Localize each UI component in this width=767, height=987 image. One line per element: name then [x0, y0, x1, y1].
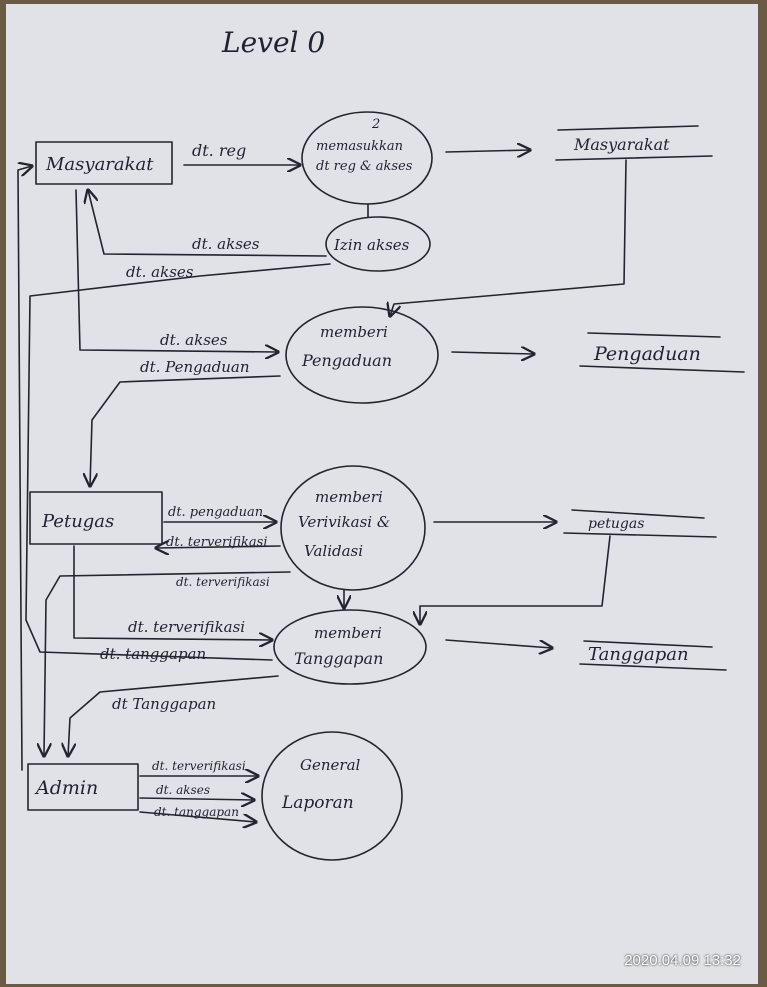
process-2-label-line1: memasukkan [316, 139, 403, 154]
process-tanggapan-line2: Tanggapan [294, 649, 383, 668]
flow-dt-akses-1-label: dt. akses [192, 235, 260, 253]
process-2-label-line2: dt reg & akses [316, 159, 413, 174]
process-memasukkan-reg-akses: 2 memasukkan dt reg & akses [301, 111, 433, 205]
process-memberi-pengaduan: memberi Pengaduan [285, 306, 439, 404]
paper-shade [6, 4, 758, 984]
flow-verifikasi-to-petugas [156, 546, 281, 548]
flow-verifikasi-to-admin [44, 571, 291, 756]
flow-dt-terverifikasi-4-label: dt. terverifikasi [152, 759, 246, 773]
process-pengaduan-line1: memberi [320, 323, 388, 341]
flow-izin-to-masyarakat [88, 190, 327, 257]
flow-dt-akses-admin-label: dt. akses [156, 783, 210, 797]
process-laporan-line1: General [300, 756, 361, 774]
store-petugas: petugas [563, 509, 717, 538]
process-izin-akses: Izin akses [325, 216, 431, 272]
flow-dt-terverifikasi-1-label: dt. terverifikasi [166, 535, 267, 550]
flow-izin-to-left-bus [25, 263, 331, 661]
flow-admin-to-laporan-3 [139, 811, 256, 822]
flow-admin-to-laporan-2 [139, 798, 254, 800]
flow-dt-terverifikasi-3-label: dt. terverifikasi [128, 618, 245, 636]
process-2-number: 2 [371, 117, 380, 132]
flow-petugas-to-tanggapan [73, 545, 272, 640]
flow-dt-tanggapan-2-label: dt Tanggapan [112, 695, 216, 713]
flow-dt-reg-label: dt. reg [192, 141, 246, 160]
entity-petugas-label: Petugas [41, 511, 114, 532]
process-laporan-line2: Laporan [281, 793, 354, 813]
flow-pengaduan-to-petugas [90, 375, 281, 486]
flow-tanggapan-to-admin [68, 675, 279, 756]
store-pengaduan: Pengaduan [579, 332, 745, 373]
store-pengaduan-label: Pengaduan [593, 343, 701, 365]
store-masyarakat-label: Masyarakat [573, 135, 670, 154]
store-tanggapan: Tanggapan [579, 640, 727, 671]
entity-masyarakat-label: Masyarakat [45, 154, 154, 175]
flow-dt-tanggapan-3-label: dt. tanggapan [154, 805, 239, 819]
diagram-title: Level 0 [221, 26, 325, 59]
process-verifikasi-line3: Validasi [304, 542, 363, 560]
paper-sheet [6, 4, 758, 984]
flow-dt-tanggapan-1-label: dt. tanggapan [100, 645, 206, 663]
flow-dt-akses-3-label: dt. akses [160, 331, 228, 349]
photo-timestamp: 2020.04.09 13:32 [624, 952, 741, 969]
store-masyarakat: Masyarakat [555, 125, 713, 161]
process-general-laporan: General Laporan [261, 731, 403, 861]
flow-masyarakat-to-pengaduan [75, 189, 278, 352]
process-pengaduan-line2: Pengaduan [301, 351, 392, 370]
process-memberi-verifikasi-validasi: memberi Verivikasi & Validasi [280, 465, 426, 591]
flow-pengaduan-to-store [451, 352, 534, 354]
entity-masyarakat: Masyarakat [35, 141, 173, 185]
flow-dt-akses-2-label: dt. akses [126, 263, 194, 281]
process-memberi-tanggapan: memberi Tanggapan [273, 609, 427, 685]
process-izin-label: Izin akses [333, 236, 410, 254]
process-tanggapan-line1: memberi [314, 624, 382, 642]
entity-petugas: Petugas [29, 491, 163, 545]
flow-left-bus-to-masyarakat [17, 166, 32, 771]
flow-store-petugas-to-tanggapan [420, 535, 611, 624]
process-verifikasi-line1: memberi [315, 488, 383, 506]
entity-admin: Admin [27, 763, 139, 811]
flow-dt-pengaduan-2-label: dt. pengaduan [168, 505, 263, 520]
store-petugas-label: petugas [588, 516, 644, 532]
store-tanggapan-label: Tanggapan [588, 644, 689, 665]
flow-dt-pengaduan-1-label: dt. Pengaduan [140, 358, 250, 376]
flow-tanggapan-to-store [445, 639, 552, 648]
entity-admin-label: Admin [34, 777, 98, 799]
flow-store-masyarakat-to-pengaduan [390, 159, 627, 316]
process-verifikasi-line2: Verivikasi & [298, 513, 390, 531]
flow-dt-terverifikasi-2-label: dt. terverifikasi [176, 575, 270, 589]
flow-p2-to-store-masyarakat [445, 150, 530, 152]
